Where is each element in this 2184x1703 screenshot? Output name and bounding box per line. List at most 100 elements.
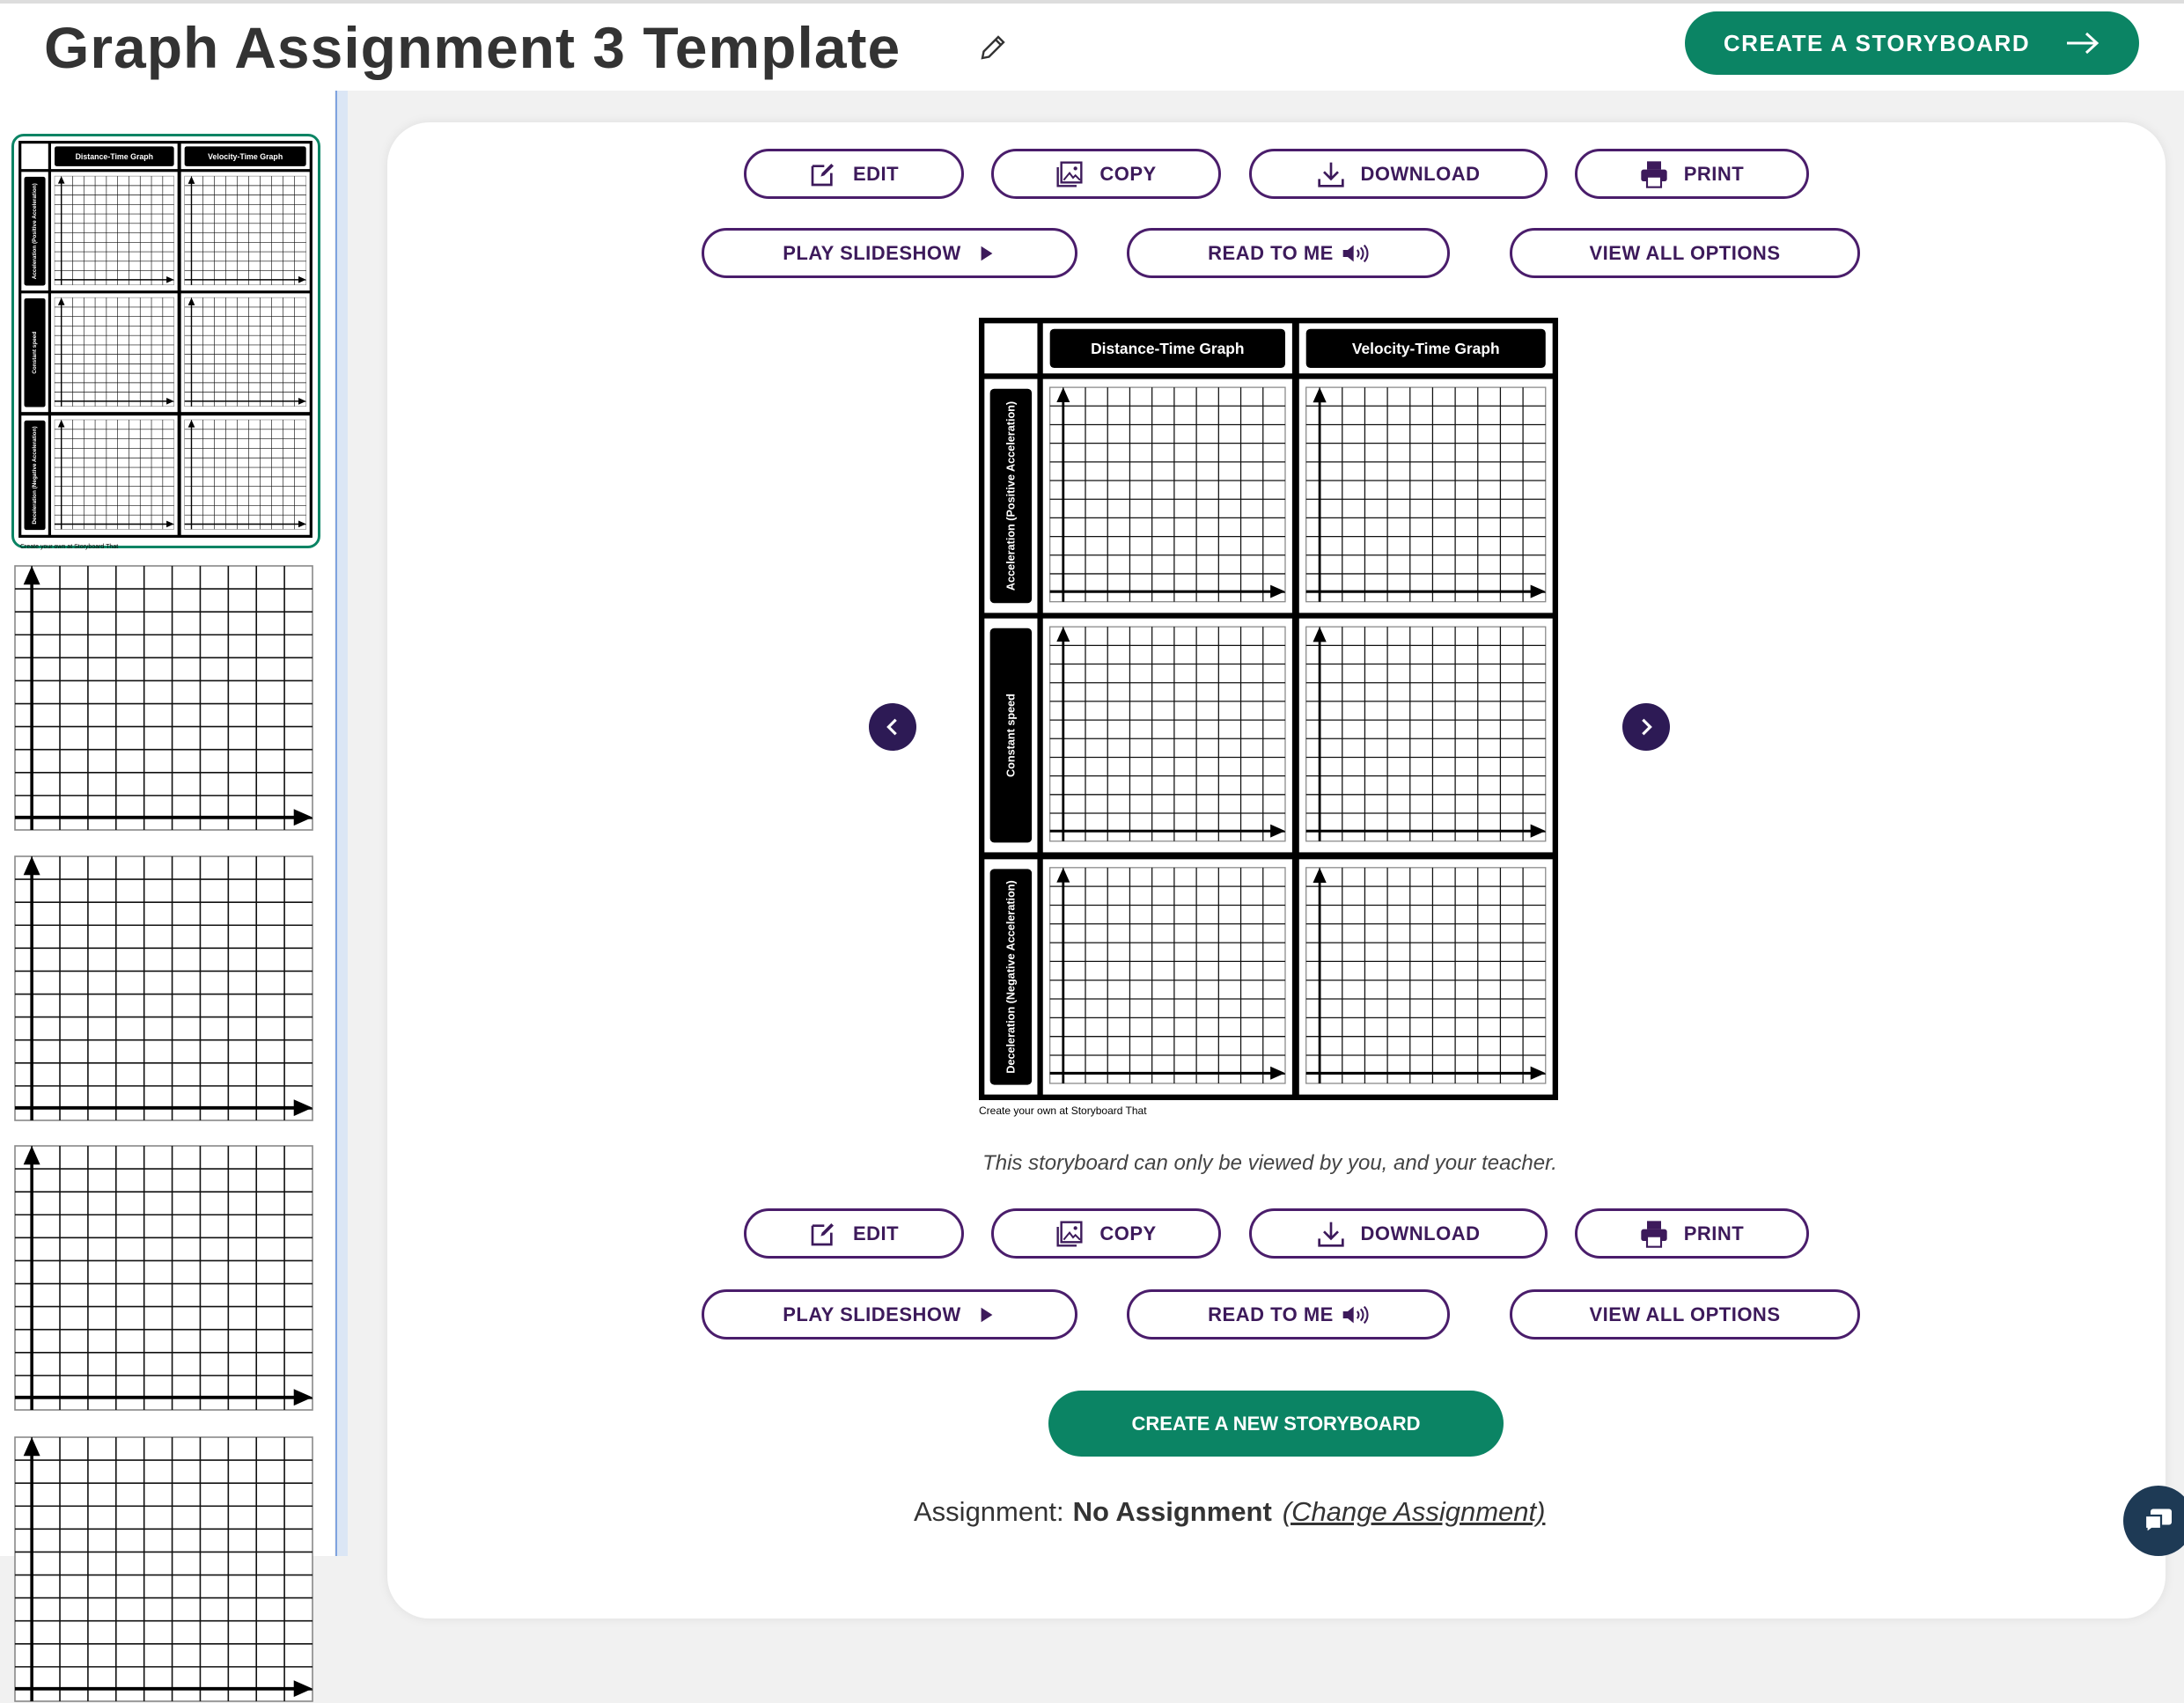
edit-label: EDIT	[852, 162, 900, 185]
y-axis-arrow	[57, 297, 65, 305]
speaker-icon	[1342, 244, 1369, 262]
graph-grid	[1305, 626, 1547, 842]
thumbnail-graph-4[interactable]	[14, 1435, 313, 1703]
print-button-bottom[interactable]: PRINT	[1575, 1208, 1809, 1259]
download-icon	[1317, 162, 1344, 187]
x-axis-arrow	[298, 520, 306, 528]
x-axis-arrow	[166, 520, 174, 528]
edit-icon	[811, 163, 834, 186]
play-slideshow-button-bottom[interactable]: PLAY SLIDESHOW	[702, 1289, 1077, 1340]
y-axis-arrow	[57, 419, 65, 428]
x-axis-arrow	[166, 276, 174, 283]
download-label: DOWNLOAD	[1360, 1222, 1481, 1244]
graph-grid	[1049, 626, 1286, 842]
arrow-right-icon	[2067, 32, 2099, 55]
column-header-text: Velocity-Time Graph	[208, 152, 283, 161]
y-axis-arrow	[23, 856, 40, 876]
graph-frame	[184, 175, 307, 286]
play-slideshow-button[interactable]: PLAY SLIDESHOW	[702, 228, 1077, 278]
x-axis-arrow	[166, 398, 174, 405]
column-header-label-box	[55, 146, 174, 166]
graph-frame	[54, 175, 174, 286]
column-header-text: Distance-Time Graph	[76, 152, 153, 161]
graph-grid	[184, 419, 307, 530]
chat-button[interactable]	[2123, 1486, 2184, 1556]
speaker-icon	[1342, 1305, 1369, 1324]
download-label: DOWNLOAD	[1360, 162, 1481, 185]
x-axis-arrow	[293, 809, 313, 826]
corner-cell	[984, 323, 1038, 374]
view-all-options-button-bottom[interactable]: VIEW ALL OPTIONS	[1510, 1289, 1860, 1340]
download-button[interactable]: DOWNLOAD	[1249, 149, 1548, 199]
chevron-left-icon	[886, 718, 897, 736]
graph-grid	[1305, 867, 1547, 1084]
read-to-me-button-bottom[interactable]: READ TO ME	[1127, 1289, 1450, 1340]
print-label: PRINT	[1683, 1222, 1745, 1244]
privacy-note: This storyboard can only be viewed by yo…	[0, 1151, 2184, 1176]
row-header-label-box	[989, 388, 1033, 604]
next-slide-button[interactable]	[1622, 703, 1670, 751]
view-all-options-label: VIEW ALL OPTIONS	[1589, 241, 1781, 264]
graph-frame	[184, 419, 307, 530]
column-header-label-box	[184, 146, 306, 166]
copy-button[interactable]: COPY	[991, 149, 1221, 199]
privacy-note-text: This storyboard can only be viewed by yo…	[982, 1151, 1557, 1175]
y-axis-arrow	[1313, 867, 1327, 883]
row-header-text: Constant speed	[1004, 694, 1017, 777]
row-header-label-box	[24, 176, 46, 286]
read-to-me-label: READ TO ME	[1208, 1303, 1334, 1325]
pencil-icon[interactable]	[977, 30, 1009, 65]
graph-frame	[54, 419, 174, 530]
graph-grid	[184, 175, 307, 286]
graph-frame	[1305, 867, 1547, 1084]
row-header-label-box	[989, 628, 1033, 843]
graph-grid	[54, 297, 174, 407]
play-icon	[981, 1307, 993, 1322]
print-button[interactable]: PRINT	[1575, 149, 1809, 199]
edit-label: EDIT	[852, 1222, 900, 1244]
thumbnail-graph-1[interactable]	[14, 564, 313, 832]
storyboard-caption: Create your own at Storyboard That	[979, 1105, 1147, 1117]
sidebar-scrollbar[interactable]	[335, 91, 348, 1556]
x-axis-arrow	[293, 1099, 313, 1117]
graph-frame	[14, 565, 313, 831]
create-new-storyboard-button[interactable]: CREATE A NEW STORYBOARD	[1048, 1391, 1504, 1457]
read-to-me-label: READ TO ME	[1208, 241, 1334, 264]
download-button-bottom[interactable]: DOWNLOAD	[1249, 1208, 1548, 1259]
y-axis-arrow	[188, 297, 195, 305]
edit-button-bottom[interactable]: EDIT	[744, 1208, 964, 1259]
thumbnail-graph-2[interactable]	[14, 855, 313, 1122]
column-header-text: Velocity-Time Graph	[1352, 340, 1500, 357]
graph-frame	[1049, 867, 1286, 1084]
copy-label: COPY	[1099, 162, 1157, 185]
graph-frame	[1049, 386, 1286, 603]
y-axis-arrow	[23, 566, 40, 585]
copy-label: COPY	[1099, 1222, 1157, 1244]
graph-grid	[14, 1145, 313, 1411]
x-axis-arrow	[1530, 584, 1546, 598]
thumbnail-graph-3[interactable]	[14, 1144, 313, 1412]
graph-grid	[14, 855, 313, 1121]
read-to-me-button[interactable]: READ TO ME	[1127, 228, 1450, 278]
x-axis-arrow	[1270, 1066, 1285, 1080]
graph-grid	[184, 297, 307, 407]
graph-frame	[14, 1145, 313, 1411]
edit-icon	[811, 1222, 834, 1245]
previous-slide-button[interactable]	[869, 703, 916, 751]
create-storyboard-button[interactable]: CREATE A STORYBOARD	[1685, 11, 2139, 75]
x-axis-arrow	[293, 1389, 313, 1406]
copy-button-bottom[interactable]: COPY	[991, 1208, 1221, 1259]
y-axis-arrow	[23, 1437, 40, 1457]
row-header-text: Acceleration (Positive Acceleration)	[32, 183, 38, 279]
column-header-label-box	[1305, 328, 1546, 368]
corner-cell	[21, 143, 48, 170]
image-copy-icon	[1056, 160, 1083, 187]
page-title: Graph Assignment 3 Template	[44, 15, 901, 80]
assignment-value: No Assignment	[1072, 1496, 1272, 1527]
edit-button[interactable]: EDIT	[744, 149, 964, 199]
change-assignment-link[interactable]: (Change Assignment)	[1282, 1496, 1546, 1527]
view-all-options-button[interactable]: VIEW ALL OPTIONS	[1510, 228, 1860, 278]
graph-grid	[14, 1436, 313, 1702]
